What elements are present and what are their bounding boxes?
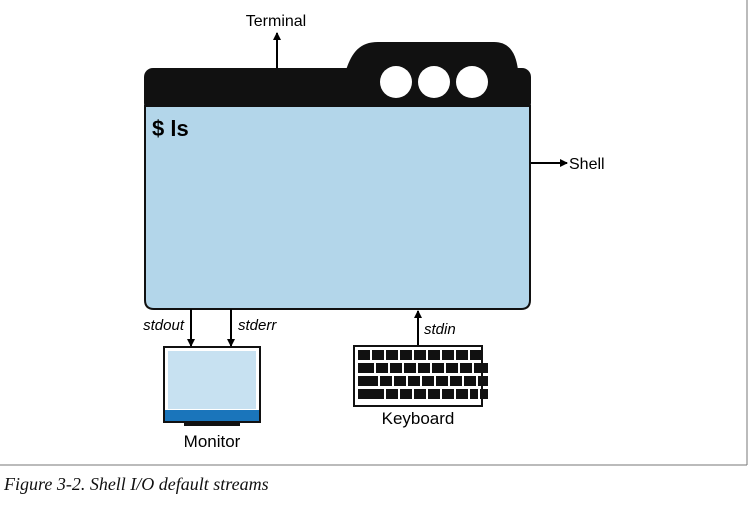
keyboard-key — [428, 389, 440, 399]
monitor-stand — [184, 422, 240, 426]
keyboard-key — [428, 350, 440, 360]
terminal-body — [144, 105, 531, 310]
keyboard-key — [478, 376, 488, 386]
monitor-icon — [163, 346, 261, 426]
keyboard-key — [358, 350, 370, 360]
keyboard-key — [390, 363, 402, 373]
monitor-screen — [168, 351, 256, 409]
keyboard-key — [480, 389, 488, 399]
keyboard-key — [400, 389, 412, 399]
keyboard-key — [414, 389, 426, 399]
keyboard-key — [446, 363, 458, 373]
monitor-base-strip — [165, 410, 259, 421]
keyboard-key — [432, 363, 444, 373]
keyboard-label: Keyboard — [382, 409, 455, 428]
window-control-circle-2 — [418, 66, 450, 98]
keyboard-key — [474, 363, 488, 373]
stderr-label: stderr — [238, 317, 277, 334]
keyboard-keys — [358, 350, 488, 399]
keyboard-key — [470, 350, 482, 360]
keyboard-key — [408, 376, 420, 386]
keyboard-key — [470, 389, 478, 399]
keyboard-key — [442, 350, 454, 360]
window-control-circle-1 — [380, 66, 412, 98]
keyboard-key — [358, 363, 374, 373]
stdout-label: stdout — [143, 317, 185, 334]
keyboard-key — [358, 376, 378, 386]
keyboard-key — [376, 363, 388, 373]
keyboard-icon — [353, 345, 488, 407]
keyboard-key — [418, 363, 430, 373]
keyboard-key — [358, 389, 384, 399]
monitor-label: Monitor — [184, 432, 241, 451]
keyboard-key — [386, 350, 398, 360]
keyboard-key — [456, 350, 468, 360]
shell-prompt: $ ls — [152, 116, 189, 141]
keyboard-key — [386, 389, 398, 399]
keyboard-key — [450, 376, 462, 386]
keyboard-key — [460, 363, 472, 373]
figure-caption: Figure 3-2. Shell I/O default streams — [4, 474, 269, 494]
keyboard-key — [436, 376, 448, 386]
keyboard-key — [442, 389, 454, 399]
keyboard-key — [456, 389, 468, 399]
keyboard-key — [404, 363, 416, 373]
shell-label: Shell — [569, 156, 605, 173]
window-control-circle-3 — [456, 66, 488, 98]
keyboard-key — [464, 376, 476, 386]
keyboard-key — [394, 376, 406, 386]
keyboard-key — [372, 350, 384, 360]
terminal-label: Terminal — [246, 13, 306, 30]
keyboard-key — [400, 350, 412, 360]
stdin-label: stdin — [424, 321, 456, 338]
keyboard-key — [380, 376, 392, 386]
keyboard-key — [414, 350, 426, 360]
terminal-window: $ ls — [144, 42, 531, 310]
keyboard-key — [422, 376, 434, 386]
terminal-title-tab — [346, 42, 518, 70]
